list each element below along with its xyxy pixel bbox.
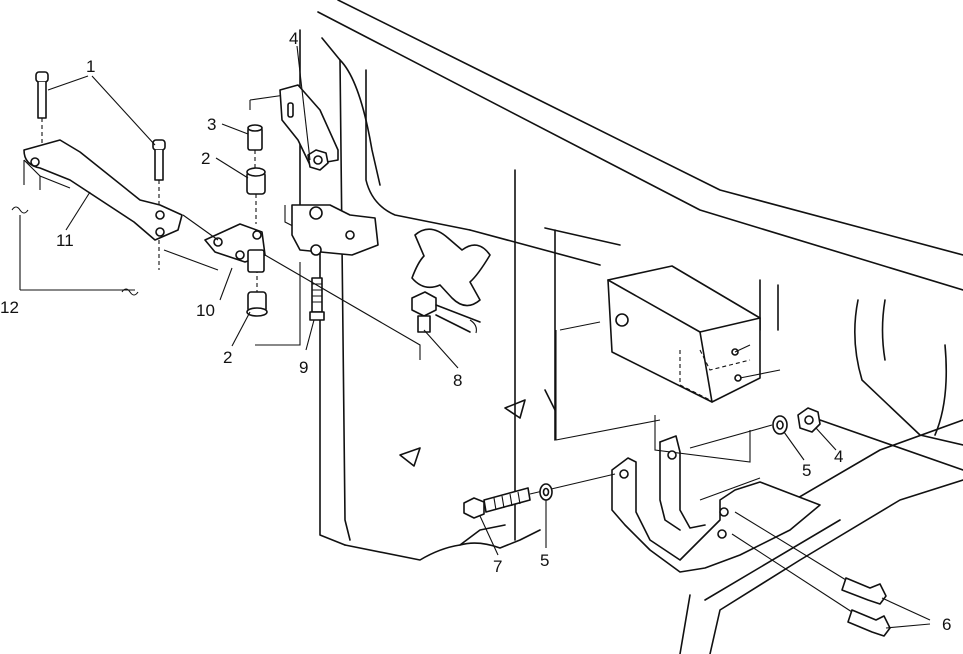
callout-1: 1 — [86, 57, 95, 76]
callout-5-lower: 5 — [540, 551, 549, 570]
callout-12: 12 — [0, 298, 19, 317]
callout-labels: 1 4 3 2 11 12 10 2 9 8 7 5 5 4 6 — [0, 29, 951, 634]
callout-5-right: 5 — [802, 461, 811, 480]
hex-nut-right — [797, 407, 821, 433]
callout-2-lower: 2 — [223, 348, 232, 367]
bolt-pair — [731, 511, 891, 637]
callout-3: 3 — [207, 115, 216, 134]
mounting-plate — [279, 84, 379, 256]
callout-2-upper: 2 — [201, 149, 210, 168]
clevis-pin-upper — [35, 71, 49, 150]
washer-lower — [539, 483, 553, 501]
callout-4-upper: 4 — [289, 29, 298, 48]
callout-leaders — [47, 45, 931, 629]
callout-11: 11 — [56, 231, 74, 250]
bushing-lower — [246, 249, 268, 317]
hex-nut-upper — [307, 149, 329, 171]
washer-right — [772, 415, 788, 435]
callout-9: 9 — [299, 358, 308, 377]
callout-4-right: 4 — [834, 447, 843, 466]
callout-8: 8 — [453, 371, 462, 390]
threaded-stud — [309, 277, 325, 321]
bushing-upper — [246, 167, 266, 224]
callout-6: 6 — [942, 615, 951, 634]
spacer-bushing — [247, 124, 263, 172]
link-end-marks — [11, 206, 139, 296]
callout-7: 7 — [493, 557, 502, 576]
callout-10: 10 — [196, 301, 215, 320]
housing-block — [555, 265, 781, 463]
link-rod — [23, 139, 183, 270]
clevis-pin-lower — [152, 139, 166, 210]
u-bracket — [611, 435, 821, 573]
cable-bolt — [411, 291, 481, 334]
hex-bolt — [463, 473, 616, 519]
